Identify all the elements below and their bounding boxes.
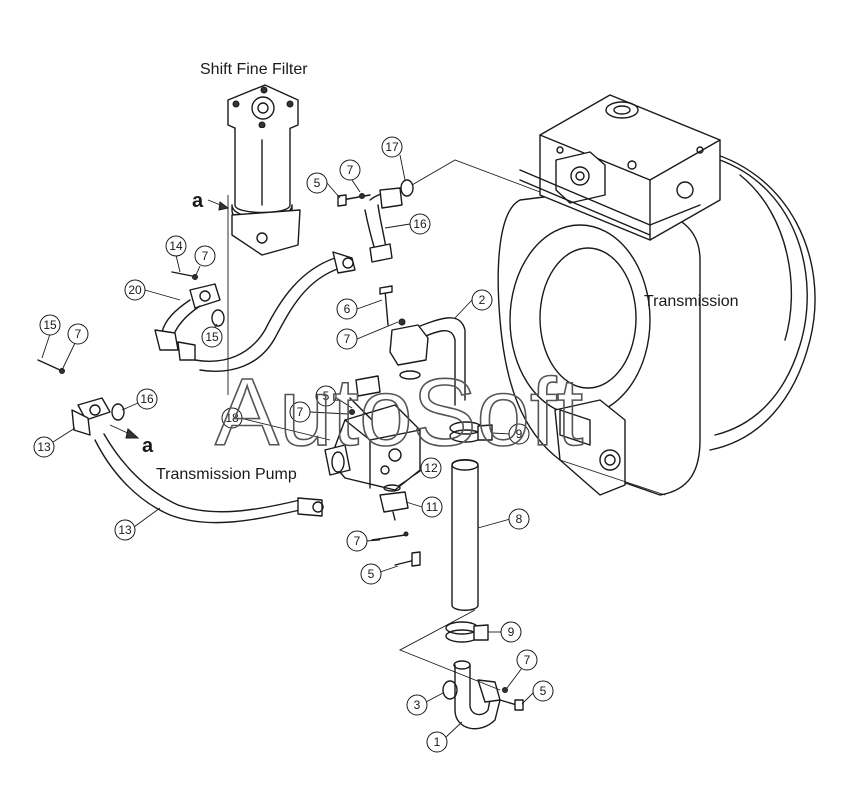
suction-tube-assembly — [379, 285, 524, 730]
svg-text:5: 5 — [314, 176, 321, 190]
svg-text:13: 13 — [37, 440, 51, 454]
shift-fine-filter — [227, 84, 301, 256]
callout-3[interactable]: 3 — [406, 692, 444, 716]
callout-8[interactable]: 8 — [477, 508, 530, 530]
svg-text:5: 5 — [368, 567, 375, 581]
callout-7[interactable]: 7 — [61, 323, 89, 371]
callout-11[interactable]: 11 — [405, 496, 443, 518]
svg-text:a: a — [192, 190, 204, 212]
callout-5[interactable]: 5 — [306, 172, 341, 199]
svg-text:5: 5 — [323, 389, 330, 403]
svg-text:14: 14 — [169, 239, 183, 253]
svg-text:15: 15 — [205, 330, 219, 344]
svg-text:7: 7 — [524, 653, 531, 667]
callout-7[interactable]: 7 — [506, 649, 538, 689]
callouts: 17 7 5 16 14 7 20 15 — [33, 136, 554, 753]
svg-text:13: 13 — [118, 523, 132, 537]
callout-9[interactable]: 9 — [488, 621, 522, 643]
ref-marker-upper: a — [192, 190, 230, 212]
callout-7[interactable]: 7 — [289, 401, 349, 423]
callout-7[interactable]: 7 — [339, 159, 361, 193]
callout-5[interactable]: 5 — [315, 385, 353, 409]
callout-5[interactable]: 5 — [521, 680, 554, 705]
transmission-pump — [324, 375, 421, 567]
callout-16[interactable]: 16 — [121, 388, 158, 411]
svg-text:7: 7 — [344, 332, 351, 346]
svg-text:7: 7 — [354, 534, 361, 548]
svg-text:3: 3 — [414, 698, 421, 712]
svg-text:16: 16 — [413, 217, 427, 231]
callout-16[interactable]: 15 — [201, 323, 223, 348]
svg-text:a: a — [142, 435, 154, 457]
callout-12[interactable]: 12 — [397, 457, 442, 487]
watermark: AutoSoft — [215, 359, 583, 466]
svg-text:15: 15 — [43, 318, 57, 332]
svg-text:17: 17 — [385, 140, 399, 154]
svg-text:16: 16 — [140, 392, 154, 406]
transmission-housing — [497, 94, 816, 496]
ref-marker-lower: a — [109, 424, 154, 457]
callout-17[interactable]: 16 — [384, 213, 431, 235]
svg-text:7: 7 — [75, 327, 82, 341]
callout-6[interactable]: 6 — [336, 298, 383, 320]
svg-text:2: 2 — [479, 293, 486, 307]
svg-text:5: 5 — [540, 684, 547, 698]
label-transmission: Transmission — [644, 293, 739, 310]
svg-text:7: 7 — [202, 249, 209, 263]
callout-13[interactable]: 13 — [114, 507, 161, 541]
reference-lines — [227, 159, 666, 691]
callout-2[interactable]: 2 — [454, 289, 493, 319]
callout-7[interactable]: 7 — [346, 530, 381, 552]
svg-text:7: 7 — [297, 405, 304, 419]
svg-text:11: 11 — [426, 500, 439, 514]
callout-15[interactable]: 15 — [39, 314, 61, 359]
svg-text:12: 12 — [424, 461, 438, 475]
svg-text:1: 1 — [434, 735, 441, 749]
svg-text:9: 9 — [508, 625, 515, 639]
svg-text:9: 9 — [516, 427, 523, 441]
svg-text:20: 20 — [128, 283, 142, 297]
callout-1[interactable]: 1 — [426, 721, 463, 753]
svg-text:7: 7 — [347, 163, 354, 177]
callout-18[interactable]: 17 — [381, 136, 406, 181]
svg-text:18: 18 — [225, 411, 239, 425]
callout-9[interactable]: 9 — [491, 423, 530, 445]
callout-7[interactable]: 7 — [194, 245, 216, 276]
svg-text:8: 8 — [516, 512, 523, 526]
label-transmission-pump: Transmission Pump — [156, 466, 297, 483]
callout-5[interactable]: 5 — [360, 563, 399, 585]
callout-15[interactable]: 14 — [165, 235, 187, 273]
callout-19[interactable]: 18 — [221, 407, 331, 441]
callout-7[interactable]: 7 — [336, 321, 399, 350]
hoses-and-fittings — [37, 179, 414, 524]
label-shift-fine-filter: Shift Fine Filter — [200, 61, 308, 78]
callout-14[interactable]: 13 — [33, 427, 76, 458]
callout-20[interactable]: 20 — [124, 279, 181, 301]
svg-text:6: 6 — [344, 302, 351, 316]
